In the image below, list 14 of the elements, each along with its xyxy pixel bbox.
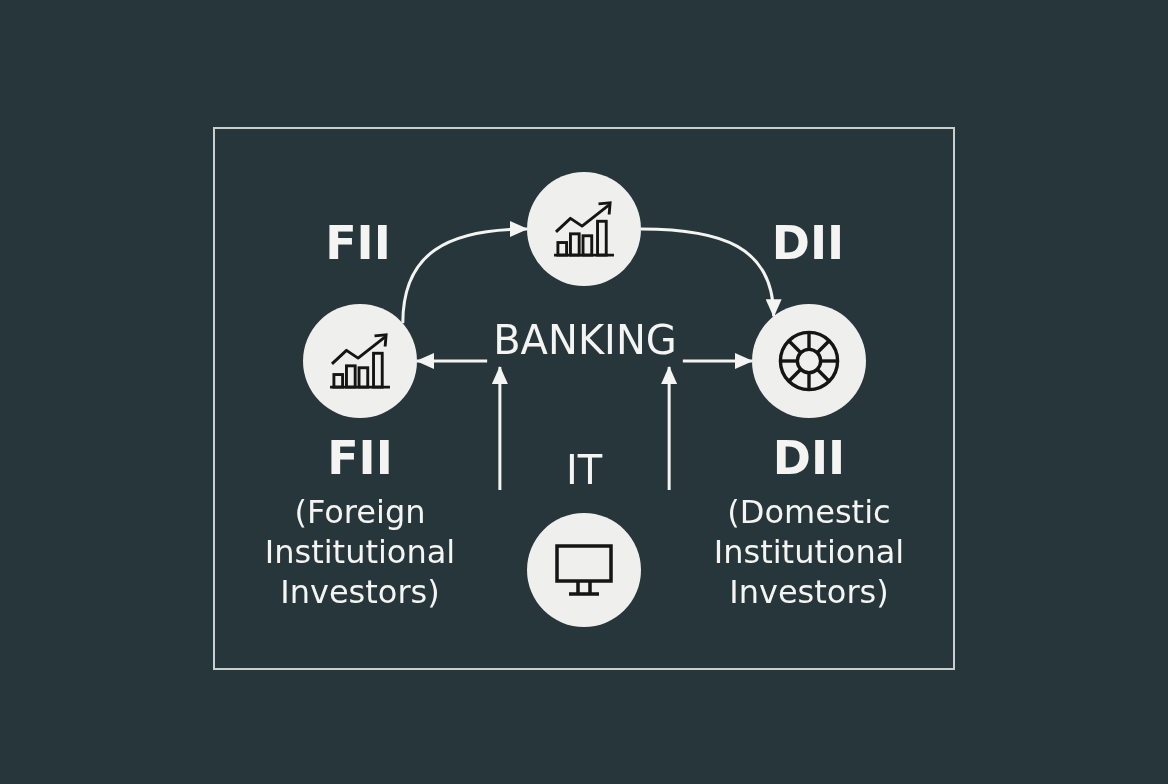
category-label: FII [325, 217, 391, 269]
node-description: (Domestic Institutional Investors) [712, 492, 906, 612]
curved-arrow [640, 227, 781, 318]
arrow [661, 366, 678, 490]
arrow [416, 353, 488, 369]
node-title: DII [772, 432, 846, 484]
hub-label: BANKING [487, 313, 683, 367]
node-title: IT [565, 447, 603, 493]
arrow [491, 366, 508, 490]
curved-arrow [401, 221, 528, 324]
node-title: FII [327, 432, 393, 484]
arrow [682, 353, 753, 369]
node-description: (Foreign Institutional Investors) [263, 492, 457, 612]
category-label: DII [771, 217, 845, 269]
